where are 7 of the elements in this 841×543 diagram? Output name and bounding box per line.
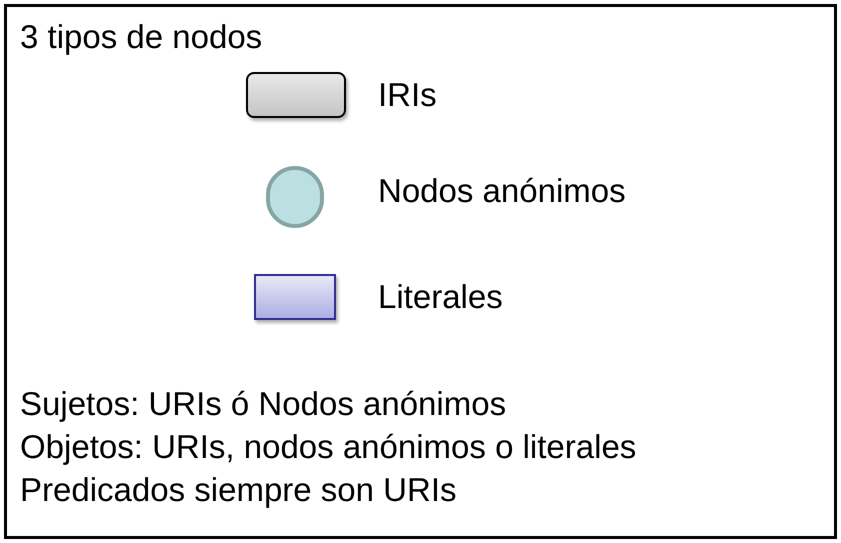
legend-label: Nodos anónimos <box>378 172 626 210</box>
title: 3 tipos de nodos <box>20 18 262 56</box>
note-text: Sujetos: URIs ó Nodos anónimos <box>20 385 506 423</box>
note-text: Objetos: URIs, nodos anónimos o literales <box>20 428 636 466</box>
note-text: Predicados siempre son URIs <box>20 471 457 509</box>
legend-label: Literales <box>378 278 503 316</box>
legend-label: IRIs <box>378 76 437 114</box>
